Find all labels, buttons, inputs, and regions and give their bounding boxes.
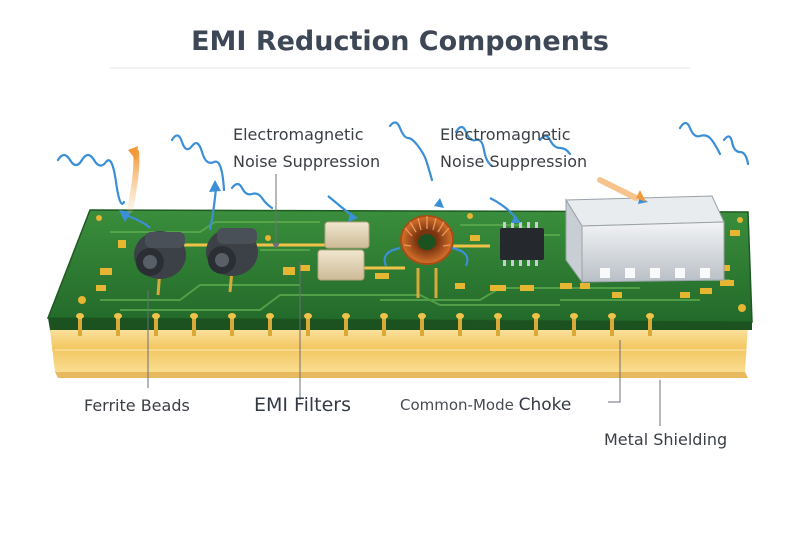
noise-wave-4 xyxy=(388,121,434,182)
ferrite-bead-right xyxy=(206,228,258,293)
orange-arrows xyxy=(127,146,646,213)
noise-wave-7 xyxy=(722,135,750,166)
edge-pin-head xyxy=(608,313,616,319)
edge-pin-head xyxy=(342,313,350,319)
edge-pin-head xyxy=(228,313,236,319)
ferrite-beads-label: Ferrite Beads xyxy=(84,396,190,415)
common-mode-suffix: Choke xyxy=(518,395,572,415)
edge-pin xyxy=(306,318,310,336)
noise-label-left-line1: Electromagnetic xyxy=(233,125,364,144)
edge-pin xyxy=(268,318,272,336)
edge-pin-head xyxy=(494,313,502,319)
noise-wave-2 xyxy=(170,134,226,192)
leader-lines xyxy=(147,174,661,426)
edge-pin xyxy=(458,318,462,336)
noise-label-left-line2: Noise Suppression xyxy=(233,152,381,171)
edge-pin-head xyxy=(114,313,122,319)
edge-pin xyxy=(382,318,386,336)
board-pads xyxy=(96,230,740,298)
noise-wave-3 xyxy=(230,182,274,210)
edge-pin-head xyxy=(76,313,84,319)
noise-waves xyxy=(56,121,750,210)
edge-pin xyxy=(192,318,196,336)
edge-pin xyxy=(534,318,538,336)
edge-pin xyxy=(230,318,234,336)
edge-pin xyxy=(610,318,614,336)
edge-pin-head xyxy=(418,313,426,319)
noise-arrow-lines xyxy=(127,187,517,267)
edge-pin xyxy=(572,318,576,336)
edge-pin-head xyxy=(380,313,388,319)
edge-pin-head xyxy=(266,313,274,319)
edge-pins xyxy=(76,313,654,336)
edge-pin-head xyxy=(570,313,578,319)
shield-can xyxy=(565,195,725,284)
emi-filters-label: EMI Filters xyxy=(254,394,351,416)
noise-wave-5 xyxy=(454,125,494,168)
noise-wave-6 xyxy=(678,121,722,156)
edge-pin xyxy=(154,318,158,336)
noise-wave-8 xyxy=(538,134,572,156)
noise-label-right-line2: Noise Suppression xyxy=(440,152,588,171)
page-title: EMI Reduction Components xyxy=(191,26,609,57)
edge-pin xyxy=(648,318,652,336)
edge-pin-head xyxy=(456,313,464,319)
common-mode-choke xyxy=(400,215,454,298)
metal-shield xyxy=(50,325,748,378)
emi-filter-capacitors xyxy=(317,221,370,281)
edge-pin xyxy=(496,318,500,336)
edge-pin xyxy=(116,318,120,336)
edge-pin-head xyxy=(532,313,540,319)
edge-pin-head xyxy=(152,313,160,319)
metal-shielding-label: Metal Shielding xyxy=(604,430,728,449)
edge-pin xyxy=(344,318,348,336)
edge-pin xyxy=(78,318,82,336)
edge-pin-head xyxy=(304,313,312,319)
edge-pin-head xyxy=(646,313,654,319)
common-mode-choke-label: Common-Mode Choke xyxy=(400,395,571,415)
ic-chip xyxy=(500,222,544,266)
common-mode-prefix: Common-Mode xyxy=(400,396,514,414)
noise-label-right-line1: Electromagnetic xyxy=(440,125,571,144)
edge-pin-head xyxy=(190,313,198,319)
noise-wave-1 xyxy=(56,153,126,205)
edge-pin xyxy=(420,318,424,336)
ferrite-bead-left xyxy=(134,231,186,296)
